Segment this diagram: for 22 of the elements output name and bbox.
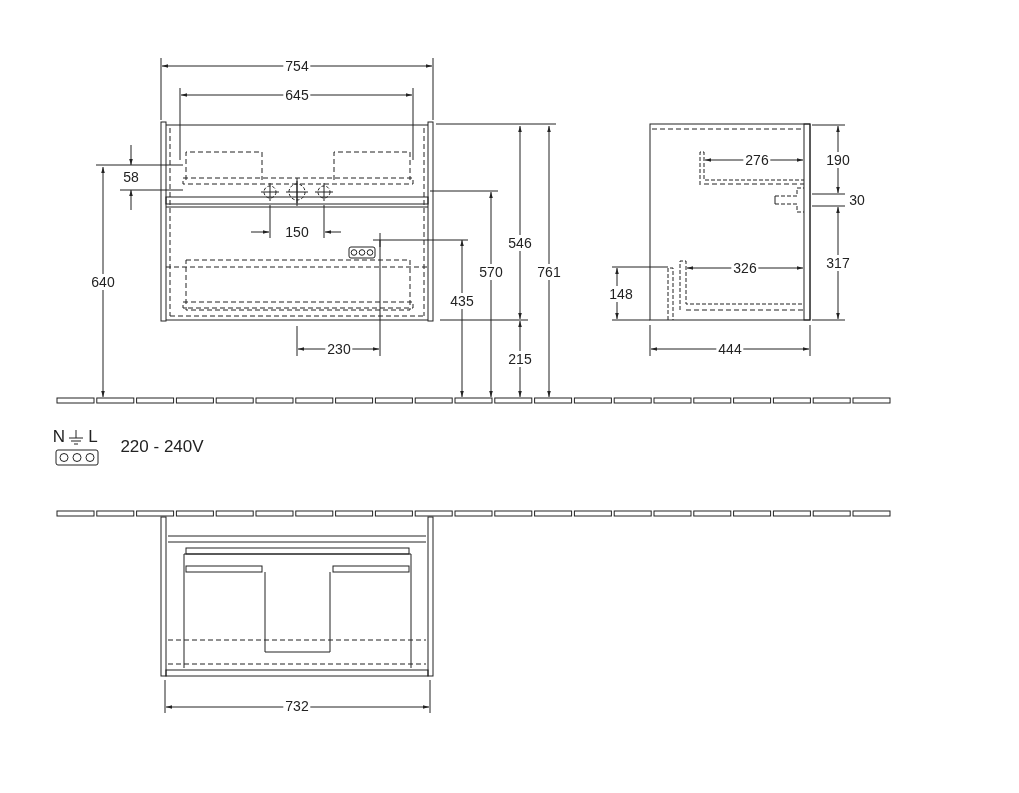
dimension-label: 148 xyxy=(607,286,635,302)
dimension-label: 640 xyxy=(89,274,117,290)
dimension-label: 30 xyxy=(847,192,867,208)
dimension-label: 230 xyxy=(325,341,353,357)
dimension-label: 732 xyxy=(283,698,311,714)
dimension-label: 570 xyxy=(477,264,505,280)
dimension-label: 761 xyxy=(535,264,563,280)
dimension-label: 546 xyxy=(506,235,534,251)
dimension-label: 215 xyxy=(506,351,534,367)
voltage-label: 220 - 240V xyxy=(119,439,205,455)
terminal-label: L xyxy=(87,429,99,445)
dimension-label: 150 xyxy=(283,224,311,240)
terminal-label: N xyxy=(51,429,67,445)
dimension-label: 276 xyxy=(743,152,771,168)
dimension-label: 435 xyxy=(448,293,476,309)
dimension-label: 317 xyxy=(824,255,852,271)
dimension-label: 190 xyxy=(824,152,852,168)
dimension-label: 326 xyxy=(731,260,759,276)
dimension-label: 754 xyxy=(283,58,311,74)
dimension-label: 58 xyxy=(121,169,141,185)
dimension-label: 444 xyxy=(716,341,744,357)
dimension-label: 645 xyxy=(283,87,311,103)
